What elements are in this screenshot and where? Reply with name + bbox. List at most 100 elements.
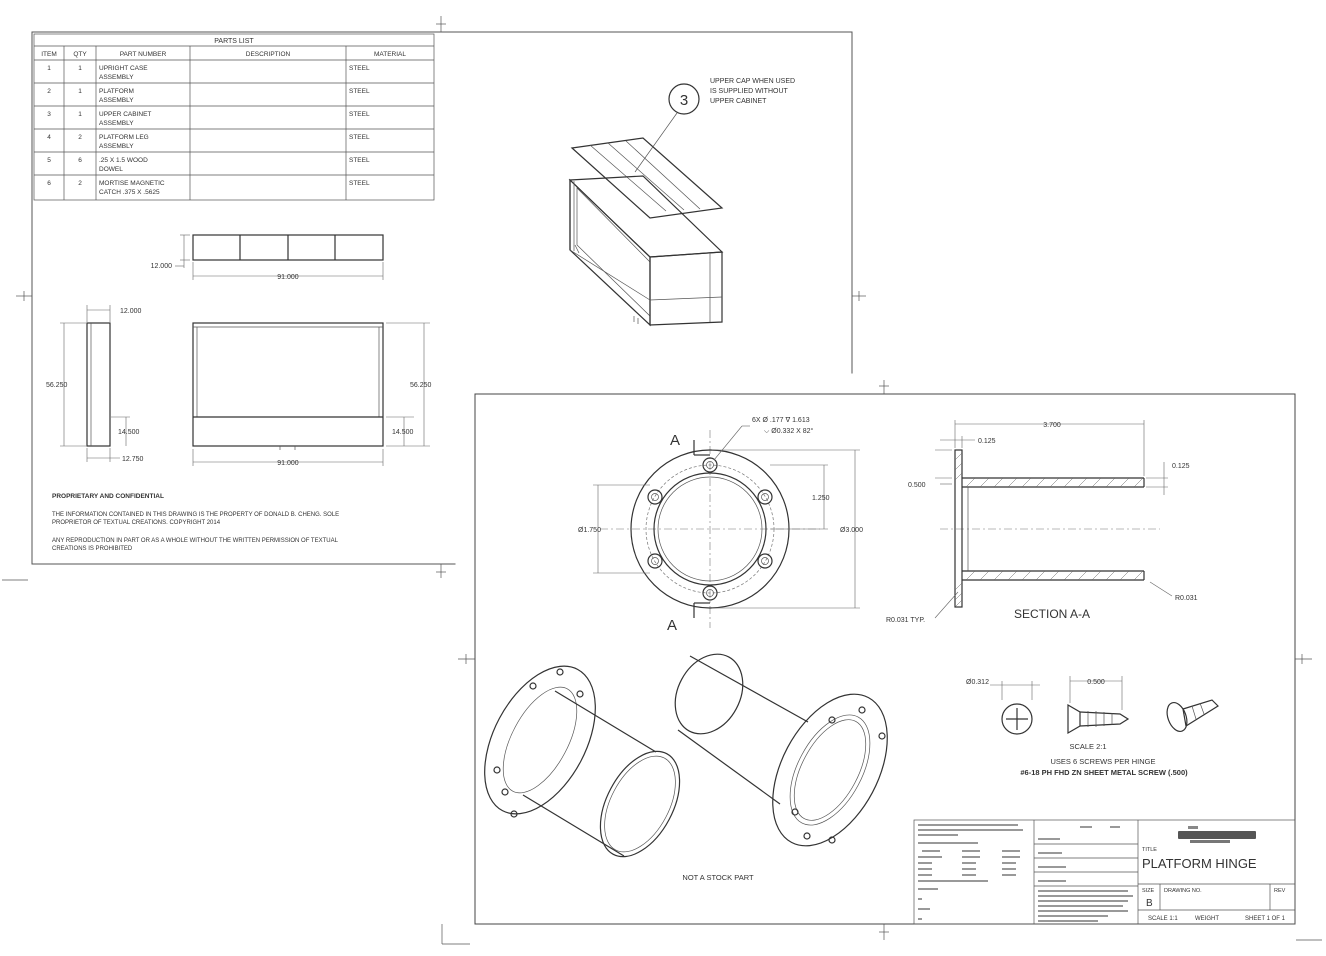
top-view: 12.000 91.000 — [151, 234, 384, 281]
proprietary-line-3: ANY REPRODUCTION IN PART OR AS A WHOLE W… — [52, 538, 339, 544]
cap-note-line-2: IS SUPPLIED WITHOUT — [710, 88, 789, 95]
fillet-callout-right: R0.031 — [1175, 595, 1198, 602]
fillet-callout-left: R0.031 TYP. — [886, 617, 925, 624]
dim-top-depth: 12.000 — [151, 263, 173, 270]
dim-flange-thickness: 0.125 — [978, 438, 996, 445]
side-view: 12.000 56.250 14.500 12.750 — [46, 305, 144, 463]
parts-row-item: 6 — [47, 180, 51, 187]
iso-label: NOT A STOCK PART — [682, 873, 754, 882]
drawing-number-label: DRAWING NO. — [1164, 888, 1202, 894]
title-block: TITLE PLATFORM HINGE SIZE B DRAWING NO. … — [913, 819, 1296, 925]
dim-side-bottom: 12.750 — [122, 456, 144, 463]
dim-screw-head: Ø0.312 — [966, 679, 989, 686]
parts-row-qty: 1 — [78, 111, 82, 118]
section-label: SECTION A-A — [1014, 607, 1090, 621]
sheet-2-border — [474, 393, 1296, 925]
parts-row-item: 4 — [47, 134, 51, 141]
cap-note-line-3: UPPER CABINET — [710, 98, 767, 105]
parts-row-material: STEEL — [349, 65, 370, 72]
sheet-1-registration-marks — [2, 16, 866, 581]
dim-section-length: 3.700 — [1043, 422, 1061, 429]
hinge-isometric-views: NOT A STOCK PART — [484, 653, 888, 882]
front-view: 56.250 14.500 91.000 — [192, 322, 432, 467]
drawing-title: PLATFORM HINGE — [1142, 856, 1257, 871]
parts-row-material: STEEL — [349, 111, 370, 118]
parts-row-part-number: PLATFORM — [99, 88, 134, 95]
parts-row-qty: 1 — [78, 65, 82, 72]
parts-row-material: STEEL — [349, 88, 370, 95]
parts-row-part-number: UPPER CABINET — [99, 111, 151, 118]
proprietary-heading: PROPRIETARY AND CONFIDENTIAL — [52, 493, 164, 500]
proprietary-line-4: CREATIONS IS PROHIBITED — [52, 546, 133, 552]
dim-lip: 0.500 — [908, 482, 926, 489]
parts-list-title: PARTS LIST — [214, 38, 254, 45]
screw-scale: SCALE 2:1 — [1069, 742, 1106, 751]
parts-row-part-number-line-2: ASSEMBLY — [99, 97, 134, 104]
title-block-sheet: SHEET 1 OF 1 — [1245, 916, 1286, 922]
proprietary-line-2: PROPRIETOR OF TEXTUAL CREATIONS. COPYRIG… — [52, 520, 221, 526]
sheet-1: PARTS LIST ITEM QTY PART NUMBER DESCRIPT… — [2, 16, 866, 581]
col-header-item: ITEM — [41, 51, 57, 58]
revision-label: REV — [1274, 888, 1286, 894]
dim-bolt-circle: Ø1.750 — [578, 527, 601, 534]
parts-row-part-number: UPRIGHT CASE — [99, 65, 148, 72]
parts-row-part-number: MORTISE MAGNETIC — [99, 180, 165, 187]
item-balloon — [668, 83, 700, 115]
screw-note-1: USES 6 SCREWS PER HINGE — [1050, 757, 1155, 766]
hole-callout: 6X Ø .177 ∇ 1.613 — [752, 416, 810, 424]
dim-front-width: 91.000 — [277, 460, 299, 467]
dim-front-height: 56.250 — [410, 382, 432, 389]
parts-row-part-number-line-2: ASSEMBLY — [99, 74, 134, 81]
title-label: TITLE — [1142, 847, 1157, 853]
parts-list-table: PARTS LIST ITEM QTY PART NUMBER DESCRIPT… — [33, 33, 435, 201]
parts-row-part-number: .25 X 1.5 WOOD — [99, 157, 148, 164]
parts-row-item: 3 — [47, 111, 51, 118]
cabinet-isometric: 3 UPPER CAP WHEN USED IS SUPPLIED WITHOU… — [568, 78, 795, 327]
dim-top-width: 91.000 — [277, 274, 299, 281]
parts-row-qty: 2 — [78, 134, 82, 141]
parts-row-part-number-line-2: DOWEL — [99, 166, 123, 173]
proprietary-line-1: THE INFORMATION CONTAINED IN THIS DRAWIN… — [52, 512, 339, 518]
sheet-2: A A 6X Ø .177 ∇ 1.613 ⌵ Ø0.332 X 82° Ø1.… — [441, 373, 1322, 945]
parts-row-item: 5 — [47, 157, 51, 164]
col-header-description: DESCRIPTION — [246, 51, 291, 58]
dim-screw-length: 0.500 — [1087, 679, 1105, 686]
parts-row-part-number: PLATFORM LEG — [99, 134, 149, 141]
parts-row-part-number-line-2: ASSEMBLY — [99, 120, 134, 127]
col-header-qty: QTY — [73, 51, 87, 58]
parts-row-qty: 2 — [78, 180, 82, 187]
screw-note-2: #6-18 PH FHD ZN SHEET METAL SCREW (.500) — [1020, 768, 1188, 777]
col-header-material: MATERIAL — [374, 51, 406, 58]
section-letter-top: A — [670, 432, 680, 449]
parts-row-material: STEEL — [349, 180, 370, 187]
dim-side-height: 56.250 — [46, 382, 68, 389]
parts-row-item: 2 — [47, 88, 51, 95]
section-a-a-view: 3.700 0.125 0.125 0.500 R0.031 TYP. R0.0… — [886, 420, 1198, 624]
dim-flange-diameter: Ø3.000 — [840, 527, 863, 534]
dim-side-base: 14.500 — [118, 429, 140, 436]
company-logo — [1178, 826, 1256, 843]
title-block-weight: WEIGHT — [1195, 916, 1219, 922]
dim-front-base: 14.500 — [392, 429, 414, 436]
parts-row-part-number-line-2: ASSEMBLY — [99, 143, 134, 150]
cap-note-line-1: UPPER CAP WHEN USED — [710, 78, 795, 85]
parts-row-material: STEEL — [349, 157, 370, 164]
dim-side-depth: 12.000 — [120, 308, 142, 315]
section-letter-bottom: A — [667, 617, 677, 634]
countersink-callout: ⌵ Ø0.332 X 82° — [764, 427, 814, 435]
parts-row-qty: 1 — [78, 88, 82, 95]
col-header-part-number: PART NUMBER — [120, 51, 167, 58]
dim-wall-thickness: 0.125 — [1172, 463, 1190, 470]
parts-row-part-number-line-2: CATCH .375 X .5625 — [99, 189, 160, 196]
title-block-scale: SCALE 1:1 — [1148, 916, 1178, 922]
size-label: SIZE — [1142, 888, 1155, 894]
item-balloon-number: 3 — [680, 92, 688, 109]
parts-row-item: 1 — [47, 65, 51, 72]
flange-front-view: A A 6X Ø .177 ∇ 1.613 ⌵ Ø0.332 X 82° Ø1.… — [578, 416, 863, 634]
proprietary-notice: PROPRIETARY AND CONFIDENTIAL THE INFORMA… — [52, 493, 339, 552]
title-block-fine-print — [918, 824, 1133, 922]
screw-detail: Ø0.312 0.500 SCALE 2:1 USES 6 SCREWS PER… — [966, 676, 1219, 777]
parts-row-material: STEEL — [349, 134, 370, 141]
